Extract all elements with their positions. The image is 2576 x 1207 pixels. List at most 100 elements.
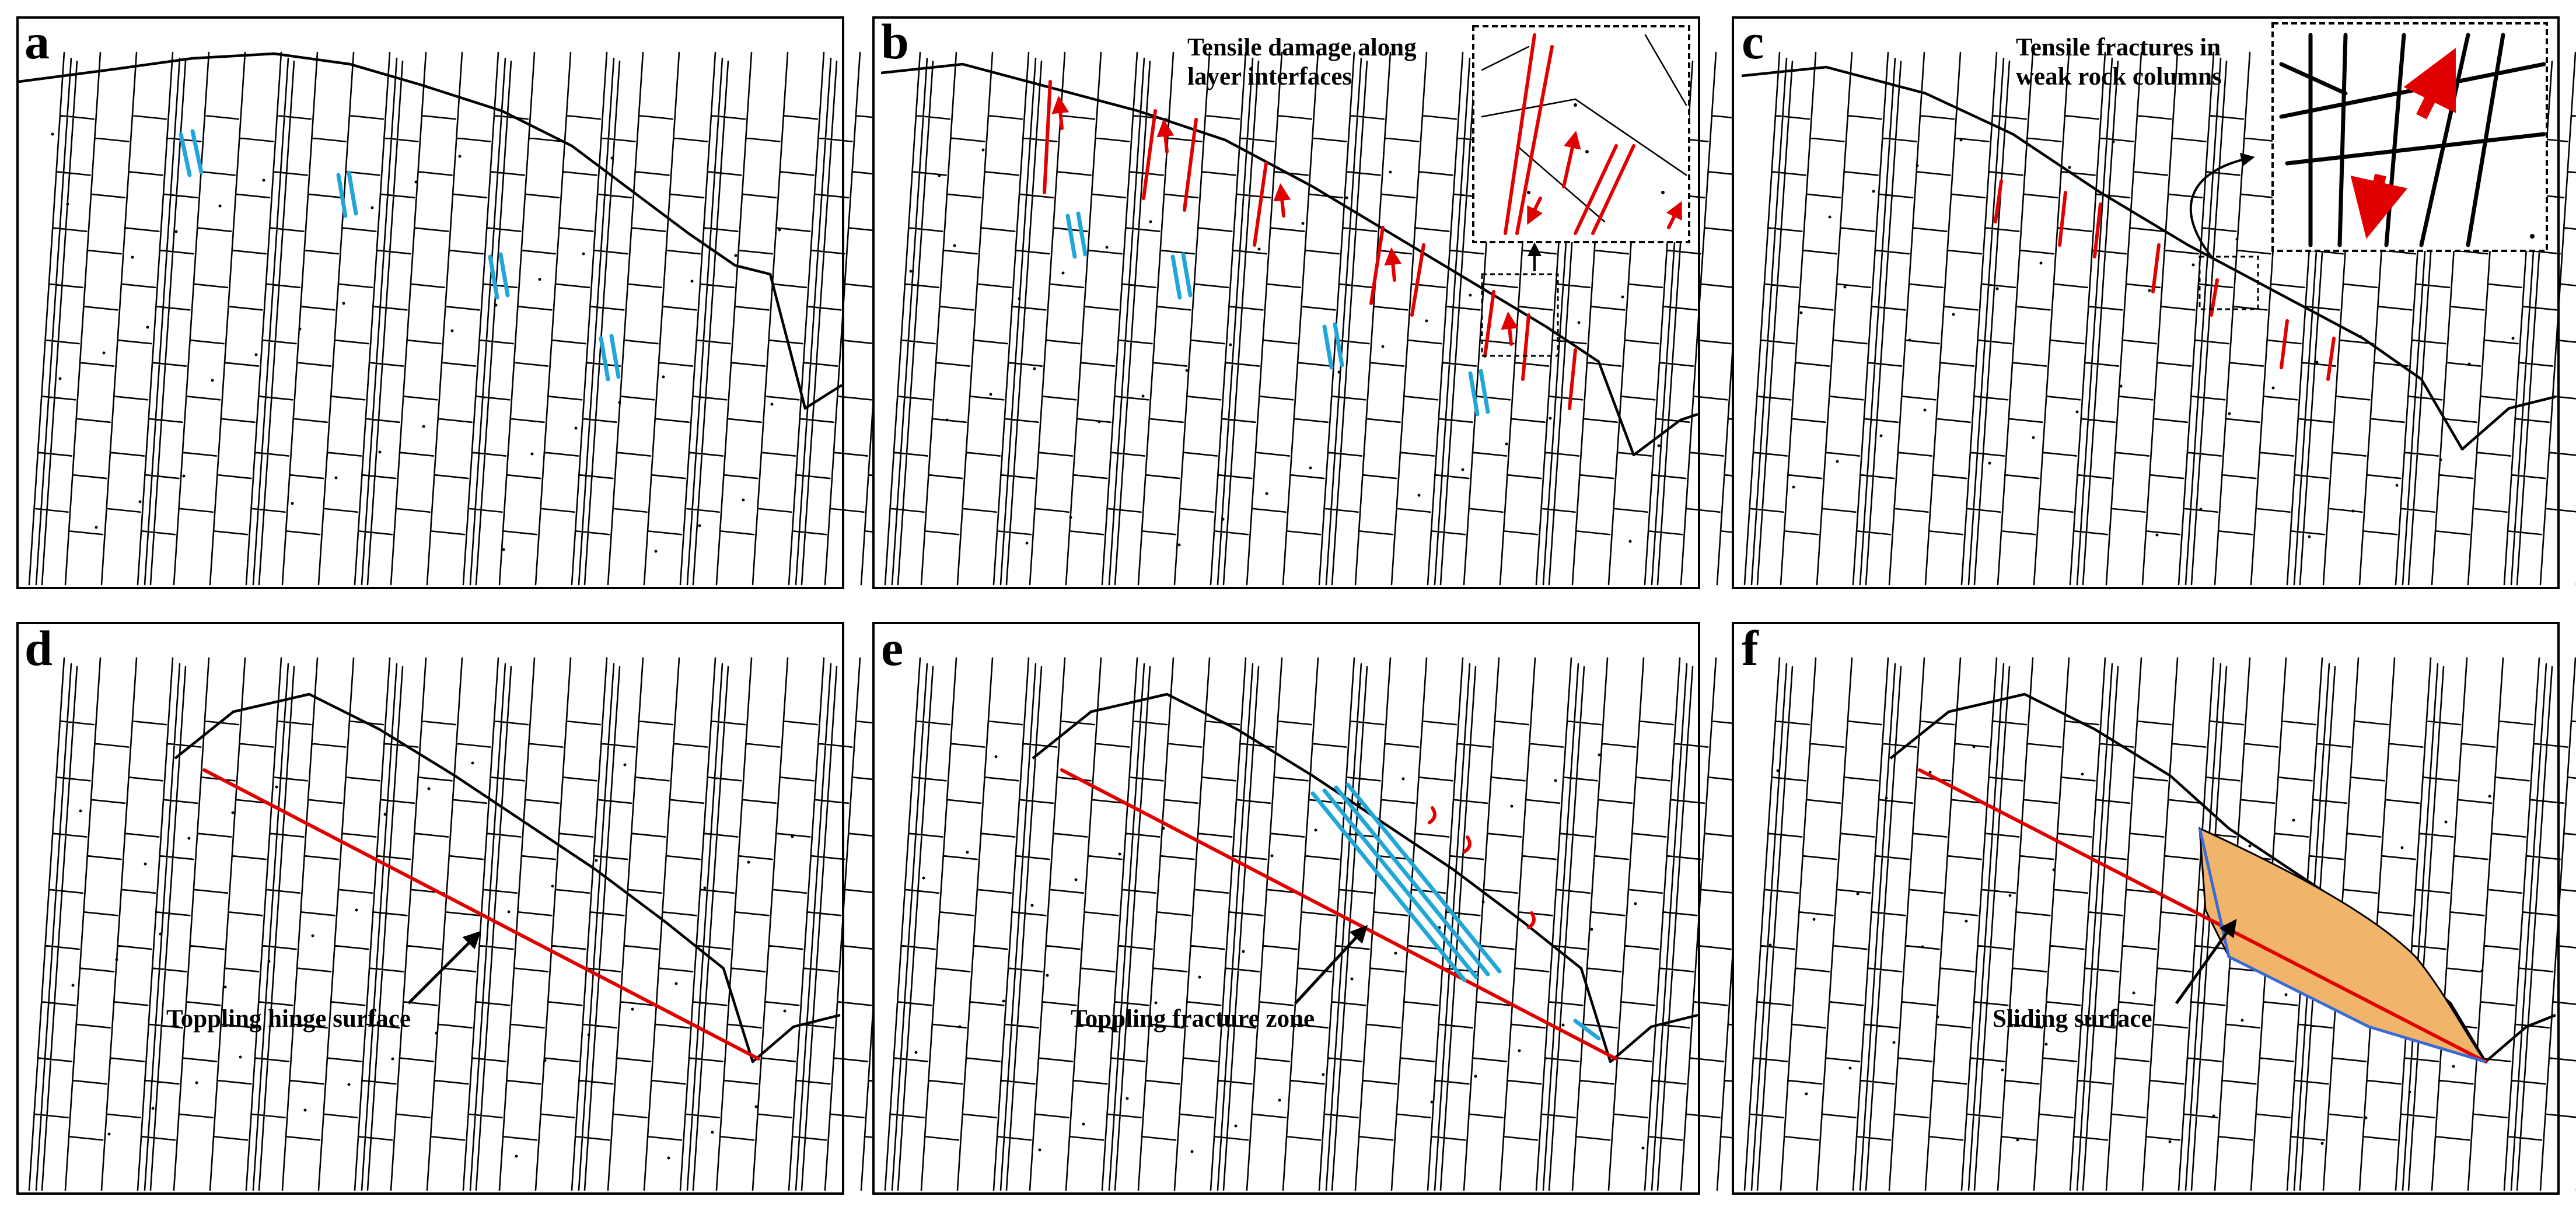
rock-texture-dot	[223, 985, 227, 989]
rock-texture-dot	[966, 851, 969, 854]
rock-texture-dot	[1641, 1146, 1645, 1150]
rock-texture-dot	[1995, 287, 1999, 291]
rock-texture-dot	[1401, 777, 1405, 781]
rock-texture-dot	[1082, 1122, 1085, 1126]
rock-texture-dot	[1149, 220, 1152, 223]
panel-c-annotation-line1: Tensile fractures in	[2016, 34, 2221, 61]
rock-texture-dot	[1234, 1124, 1238, 1128]
panel-b-zoom-box	[1481, 273, 1559, 357]
rock-texture-dot	[79, 809, 82, 813]
rock-texture-dot	[530, 452, 534, 456]
rock-texture-dot	[2351, 509, 2355, 513]
rock-texture-dot	[2284, 993, 2288, 996]
panel-e: e Toppling fracture zone	[872, 620, 1781, 1195]
rock-texture-dot	[1110, 1027, 1114, 1030]
shear-arrow-icon	[1065, 211, 1088, 259]
rock-bedding-lines	[884, 51, 1781, 586]
rock-texture-dot	[95, 526, 98, 529]
rock-texture-dot	[463, 936, 467, 939]
rock-texture-dot	[1061, 271, 1065, 275]
rock-texture-dot	[953, 244, 956, 247]
rock-bedding-lines	[28, 657, 925, 1191]
rock-texture-dot	[538, 278, 541, 281]
panel-b-shear-arrows	[1065, 211, 1490, 417]
rock-texture-dot	[2088, 1017, 2092, 1020]
panel-c-tensile-fractures	[1994, 179, 2336, 381]
rock-texture-dot	[507, 910, 511, 914]
rock-texture-dot	[2241, 1019, 2244, 1022]
rock-texture-dot	[2148, 289, 2151, 292]
rock-texture-dot	[151, 1107, 155, 1110]
panel-d-strata	[28, 657, 925, 1191]
pointer-arrow-icon	[407, 930, 481, 1005]
rock-texture-dot	[674, 982, 678, 985]
rock-texture-dot	[1030, 904, 1034, 907]
hinge-surface-line	[202, 768, 760, 1061]
rock-texture-dot	[1162, 827, 1165, 830]
rock-texture-dot	[1461, 468, 1464, 471]
rock-texture-dot	[914, 1051, 918, 1054]
panel-a-label: a	[25, 13, 50, 69]
sliding-surface-line	[1918, 768, 2487, 1063]
rock-texture-dot	[1916, 164, 1919, 167]
sliding-surface-boundary	[2198, 828, 2486, 1063]
panel-f-annotation: Sliding surface	[1993, 1005, 2152, 1033]
panel-e-tension-marks	[1428, 806, 1536, 929]
rock-texture-dot	[2408, 1090, 2411, 1094]
rock-texture-dot	[1270, 854, 1274, 858]
rock-texture-dot	[667, 1156, 670, 1160]
rock-texture-dot	[1843, 285, 1847, 289]
rock-texture-dot	[938, 174, 941, 177]
rock-texture-dot	[945, 418, 949, 422]
rock-texture-dot	[1812, 918, 1816, 921]
rock-texture-dot	[2364, 1116, 2368, 1119]
rock-texture-dot	[2199, 508, 2203, 511]
rock-texture-dot	[494, 303, 498, 307]
rock-texture-dot	[783, 1009, 787, 1013]
rock-texture-dot	[791, 835, 794, 838]
rock-texture-dot	[1549, 417, 1552, 420]
rock-texture-dot	[218, 204, 222, 208]
rock-texture-dot	[1038, 1148, 1041, 1152]
rock-texture-dot	[51, 132, 54, 136]
rock-texture-dot	[1892, 1041, 1896, 1044]
rock-texture-dot	[631, 1007, 634, 1011]
rock-texture-dot	[2228, 412, 2231, 415]
rock-texture-dot	[515, 1154, 518, 1158]
rock-texture-dot	[211, 379, 214, 382]
rock-texture-dot	[187, 837, 191, 840]
shear-arrow-icon	[1170, 252, 1193, 300]
rock-texture-dot	[138, 500, 142, 503]
rock-texture-dot	[1481, 900, 1485, 904]
rock-texture-dot	[347, 1083, 351, 1086]
rock-texture-dot	[1046, 974, 1049, 977]
rock-texture-dot	[1768, 943, 1772, 947]
rock-texture-dot	[1554, 779, 1557, 782]
rock-texture-dot	[922, 876, 925, 880]
rock-texture-dot	[435, 1031, 438, 1035]
rock-texture-dot	[1474, 1075, 1477, 1078]
rock-bedding-lines	[884, 657, 1781, 1191]
rock-texture-dot	[334, 476, 338, 480]
rock-texture-dot	[2271, 386, 2275, 390]
panel-a: a	[16, 13, 925, 589]
rock-texture-dot	[2112, 140, 2115, 144]
rock-texture-dot	[378, 450, 382, 454]
rock-texture-dot	[303, 1108, 307, 1112]
rock-texture-dot	[1105, 246, 1109, 249]
rock-texture-dot	[195, 1081, 198, 1084]
rock-texture-dot	[690, 279, 694, 283]
rock-texture-dot	[2212, 1114, 2215, 1118]
rock-texture-dot	[1185, 369, 1189, 372]
rock-texture-dot	[981, 148, 985, 152]
rock-texture-dot	[2008, 894, 2012, 897]
rock-texture-dot	[1154, 1001, 1158, 1005]
rock-texture-dot	[2292, 818, 2295, 822]
rock-texture-dot	[1561, 1023, 1565, 1027]
rock-texture-dot	[2452, 1065, 2455, 1068]
panel-d-label: d	[25, 620, 53, 676]
rock-texture-dot	[1952, 313, 1955, 316]
rock-texture-dot	[2315, 361, 2319, 364]
rock-texture-dot	[1965, 919, 1968, 923]
